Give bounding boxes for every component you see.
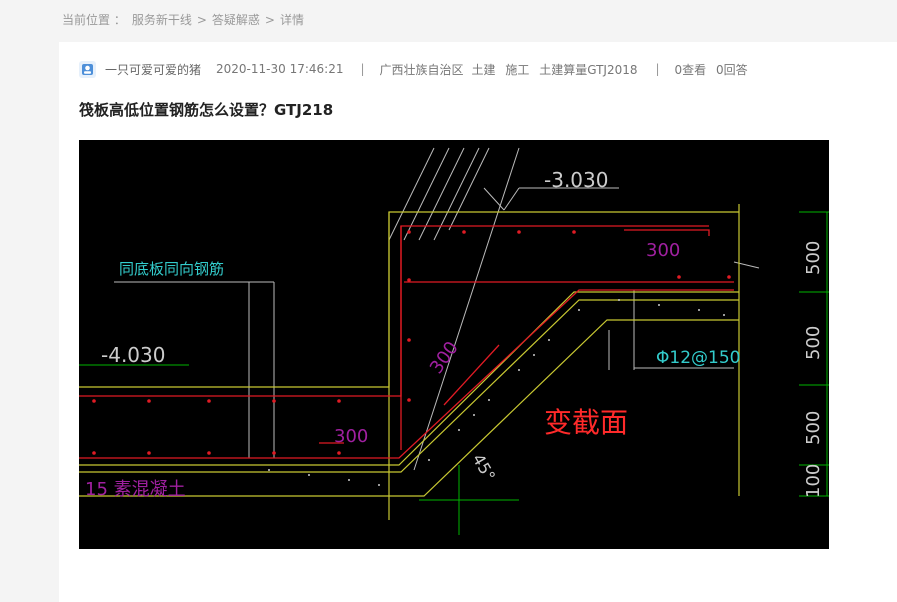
meta-divider: | (360, 62, 365, 76)
answer-count: 0回答 (716, 62, 748, 77)
plain-concrete-label: 15 素混凝土 (85, 479, 186, 500)
dimension-right-2: 500 (803, 326, 824, 360)
concrete-hatch (268, 299, 725, 486)
angle-label: 45° (469, 451, 500, 485)
dimension-right-4: 100 (803, 464, 824, 498)
dimension-300-top: 300 (646, 240, 680, 261)
tag[interactable]: 土建算量GTJ2018 (539, 62, 638, 77)
dimension-lines (79, 211, 829, 535)
breadcrumb-link-service[interactable]: 服务新干线 (131, 13, 192, 27)
user-icon (82, 63, 93, 75)
breadcrumb-separator: > (264, 12, 275, 27)
breadcrumb-prefix: 当前位置 ： (62, 13, 126, 27)
dimension-300-diagonal: 300 (426, 338, 463, 378)
breadcrumb-link-qa[interactable]: 答疑解惑 (211, 13, 260, 27)
region-label: 广西壮族自治区 (379, 62, 464, 77)
slab-outline (79, 204, 740, 520)
meta-divider: | (655, 62, 660, 76)
dimension-right-1: 500 (803, 241, 824, 275)
breadcrumb: 当前位置 ： 服务新干线 > 答疑解惑 > 详情 (62, 11, 304, 28)
elevation-upper-label: -3.030 (544, 168, 608, 192)
section-change-annotation: 变截面 (544, 406, 628, 439)
tag-list: 土建 施工 土建算量GTJ2018 (472, 61, 644, 78)
view-count: 0查看 (674, 62, 707, 77)
post-time: 2020-11-30 17:46:21 (216, 62, 344, 76)
same-direction-rebar-label: 同底板同向钢筋 (119, 260, 224, 278)
dimension-right-3: 500 (803, 411, 824, 445)
rebar-dots (92, 230, 731, 455)
elevation-lower-label: -4.030 (101, 343, 165, 367)
rebar-lines (79, 225, 734, 459)
breadcrumb-current: 详情 (279, 13, 304, 27)
question-card: 一只可爱可爱的猪 2020-11-30 17:46:21 | 广西壮族自治区 土… (59, 42, 897, 602)
question-meta: 一只可爱可爱的猪 2020-11-30 17:46:21 | 广西壮族自治区 土… (79, 59, 754, 79)
question-stats: 0查看 0回答 (675, 61, 754, 78)
cad-drawing: -3.030 -4.030 同底板同向钢筋 300 300 300 Φ12@15… (79, 147, 829, 535)
leader-lines (114, 147, 760, 471)
breadcrumb-separator: > (196, 12, 207, 27)
avatar[interactable] (79, 60, 96, 78)
dimension-300-bottom: 300 (334, 426, 368, 447)
tag[interactable]: 土建 (471, 62, 496, 77)
tag[interactable]: 施工 (505, 62, 530, 77)
dimension-right-labels: 500 500 500 100 (803, 241, 824, 498)
question-title: 筏板高低位置钢筋怎么设置？GTJ218 (79, 101, 334, 119)
author-name[interactable]: 一只可爱可爱的猪 (105, 62, 202, 77)
rebar-spec-label: Φ12@150 (656, 348, 740, 368)
cad-drawing-image[interactable]: -3.030 -4.030 同底板同向钢筋 300 300 300 Φ12@15… (79, 140, 829, 549)
